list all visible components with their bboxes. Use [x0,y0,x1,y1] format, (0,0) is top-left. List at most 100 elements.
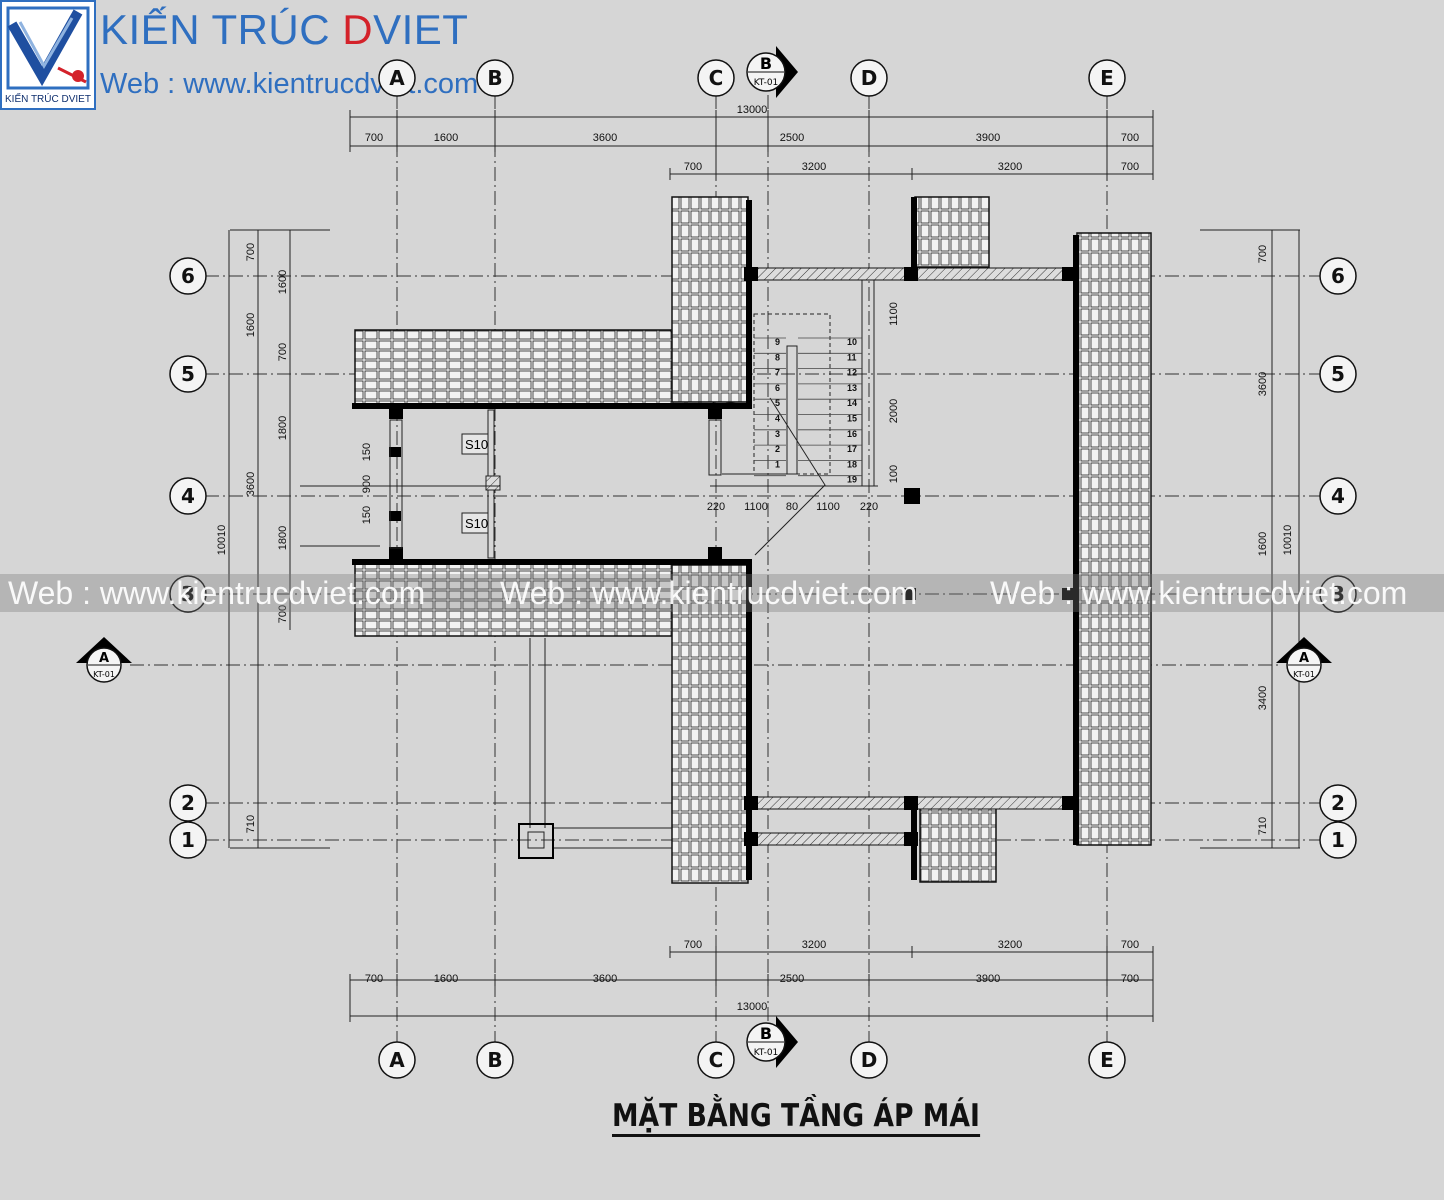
dimension-text: 3400 [1257,686,1269,710]
dimension-text: 1600 [434,973,458,985]
stair-step-number: 7 [775,368,780,378]
section-marker-bottom: BKT-01 [746,1016,798,1068]
grid-bubble-label: B [487,1048,502,1072]
roof-tiles-lower-wing [354,562,716,637]
grid-bubble-label: 6 [181,264,195,288]
dimension-text: 3900 [976,973,1000,985]
dimension-text: 700 [1121,132,1139,144]
walls [352,197,1079,880]
grid-bubble-label: D [861,66,878,90]
stair-step-number: 18 [847,459,857,469]
stair [518,280,878,859]
section-label: A [1299,651,1309,666]
dimension-text: 2500 [780,973,804,985]
dimension-text: 1600 [245,313,257,337]
stair-step-number: 4 [775,414,780,424]
grid-bubble-c: C [697,1041,735,1079]
stair-step-number: 8 [775,352,780,362]
stair-step-number: 6 [775,383,780,393]
stair-step-number: 3 [775,429,780,439]
dimension-text: 700 [277,343,289,361]
grid-bubble-label: 4 [1331,484,1345,508]
watermark-text: Web : www.kientrucdviet.com [8,575,426,611]
section-sheet: KT-01 [754,1048,779,1058]
section-sheet: KT-01 [1293,670,1315,679]
roof-tiles-upper-wing [354,329,716,406]
dimension-text: 1600 [277,270,289,294]
stair-step-number: 19 [847,475,857,485]
dimension-text: 100 [888,465,900,483]
roof-tiles-c-lower [671,564,749,884]
roof-tiles-d-top [914,196,990,268]
dimension-text: 13000 [737,1001,768,1013]
grid-bubble-label: 2 [1331,791,1345,815]
watermark-band [0,574,1444,612]
grid-bubble-e: E [1088,1041,1126,1079]
dimension-text: 3600 [593,132,617,144]
dimension-text: 3200 [998,161,1022,173]
logo-caption: KIẾN TRÚC DVIET [5,94,91,105]
columns [389,267,1076,846]
grid-bubble-d: D [850,59,888,97]
grid-bubble-b: B [476,59,514,97]
section-marker-left: AKT-01 [76,637,132,683]
roof-tiles-d-bottom [919,807,997,883]
stair-step-number: 9 [775,337,780,347]
grid-bubble-b: B [476,1041,514,1079]
dimension-text: 3600 [593,973,617,985]
grid-bubble-e: E [1088,59,1126,97]
dimension-ticks [349,110,1154,1022]
stair-step-number: 16 [847,429,857,439]
stair-step-number: 13 [847,383,857,393]
window-tag: S10 [465,437,488,452]
dimension-text: 2500 [780,132,804,144]
stair-step-number: 2 [775,444,780,454]
grid-bubble-2: 2 [169,784,207,822]
window-tag: S10 [465,516,488,531]
stair-step-number: 15 [847,414,857,424]
section-marker-right: A KT-01 [1276,637,1332,683]
stair-step-number: 10 [847,337,857,347]
grid-bubble-1: 1 [169,821,207,859]
dimension-text: 1600 [1257,532,1269,556]
grid-bubble-label: 3 [181,582,195,606]
section-marker-top: B KT-01 [746,46,798,98]
roof-tiles-c-upper [671,196,749,403]
dimension-text: 700 [1121,973,1139,985]
grid-bubble-label: 4 [181,484,195,508]
grid-bubble-label: B [487,66,502,90]
section-sheet: KT-01 [754,78,779,88]
grid-bubble-2: 2 [1319,784,1357,822]
dimension-text: 150 [361,443,373,461]
grid-bubble-label: A [389,1048,405,1072]
dimension-text: 700 [277,605,289,623]
grid-bubble-5: 5 [1319,355,1357,393]
dimension-text: 3600 [245,472,257,496]
grid-bubble-3: 3 [1319,575,1357,613]
dimension-text: 700 [365,132,383,144]
grid-bubble-label: 5 [181,362,195,386]
dimension-text: 80 [786,501,798,513]
dimension-text: 3200 [998,939,1022,951]
dimension-text: 700 [365,973,383,985]
grid-bubble-6: 6 [1319,257,1357,295]
dimension-text: 3200 [802,939,826,951]
dimension-text: 150 [361,506,373,524]
dimension-text: 2000 [888,399,900,423]
dimension-text: 700 [1121,939,1139,951]
brand-website[interactable]: Web : www.kientrucdviet.com [100,68,479,100]
dimension-text: 3600 [1257,372,1269,396]
dimension-text: 3900 [976,132,1000,144]
grid-bubble-label: 6 [1331,264,1345,288]
section-label: B [760,54,772,73]
grid-bubble-c: C [697,59,735,97]
stair-step-number: 5 [775,398,780,408]
dimension-text: 10010 [216,525,228,556]
dimension-text: 1100 [888,302,900,326]
stair-step-number: 17 [847,444,857,454]
grid-bubble-label: 1 [1331,828,1345,852]
grid-bubble-label: C [709,1048,724,1072]
brand-name: KIẾN TRÚC DVIET [100,6,469,53]
dimension-text: 700 [684,939,702,951]
